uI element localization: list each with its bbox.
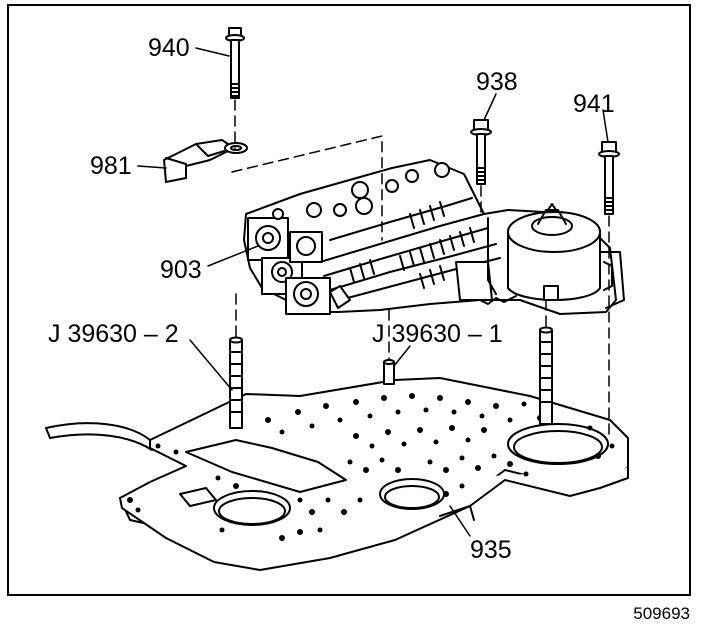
- spacer-plate-935: [45, 377, 629, 571]
- callout-j39630-2: J 39630 – 2: [48, 320, 179, 348]
- bracket-981: [163, 139, 248, 183]
- callout-941: 941: [573, 90, 615, 118]
- figure-id: 509693: [633, 604, 690, 623]
- pressure-control-solenoid: [507, 203, 625, 309]
- callout-981: 981: [90, 152, 132, 180]
- callout-938: 938: [476, 68, 518, 96]
- callout-903: 903: [160, 256, 202, 284]
- alignment-lines: [231, 99, 610, 441]
- spacer-plate-holes: [127, 393, 615, 541]
- guide-pin-right: [539, 326, 553, 425]
- guide-pin-j39630-2: [229, 336, 243, 429]
- bolt-938: [470, 119, 492, 185]
- guide-pin-j39630-1: [383, 359, 395, 385]
- leader-lines: [137, 47, 609, 537]
- callout-935: 935: [470, 536, 512, 564]
- callout-940: 940: [148, 34, 190, 62]
- bolt-940: [225, 27, 245, 99]
- callout-j39630-1: J 39630 – 1: [372, 320, 503, 348]
- bolt-941: [598, 141, 620, 215]
